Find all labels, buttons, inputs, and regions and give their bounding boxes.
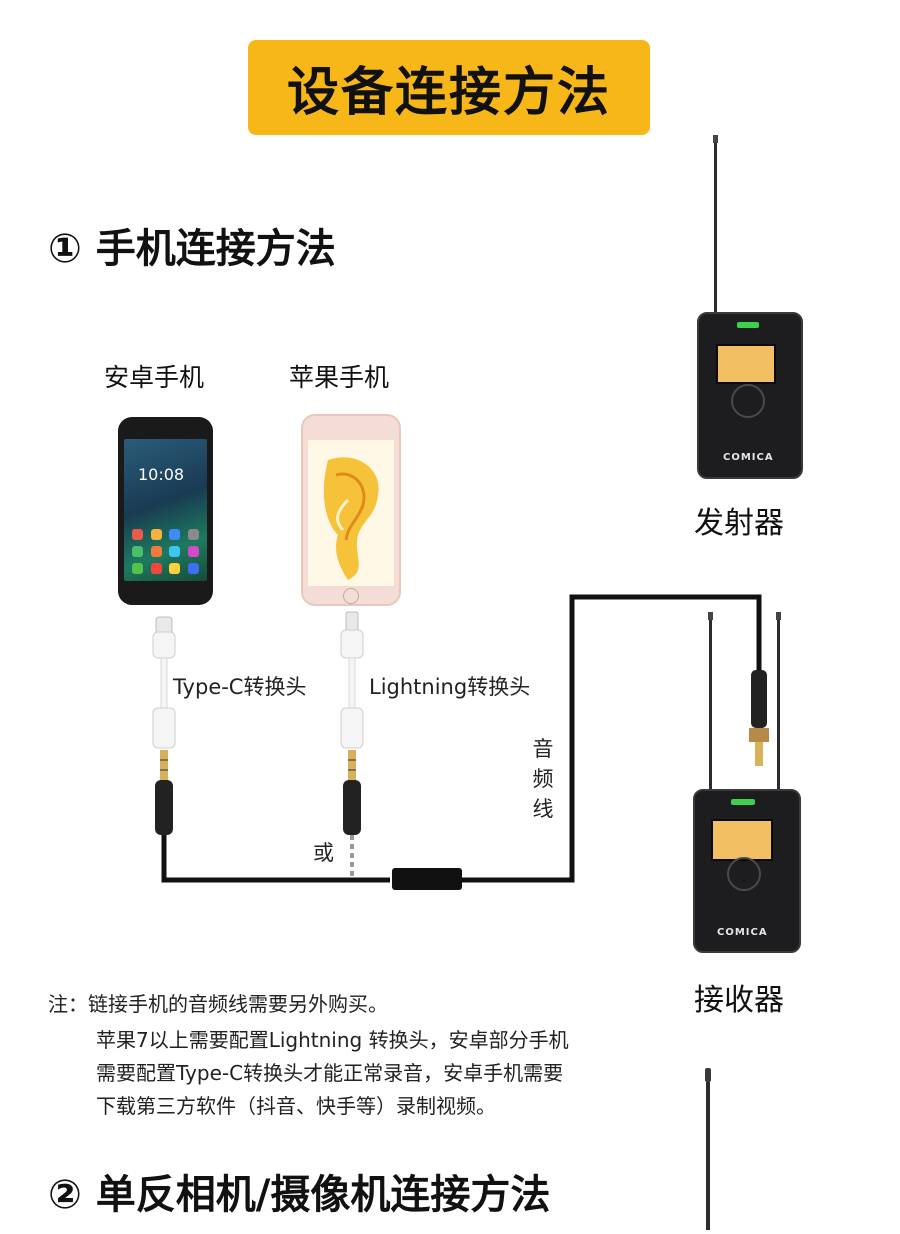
type-c-adapter-icon (152, 616, 176, 749)
iphone-screen (308, 440, 394, 586)
status-led-icon (737, 322, 759, 328)
trs-plug-receiver-icon (749, 670, 769, 766)
note-line-2: 苹果7以上需要配置Lightning 转换头，安卓部分手机 (96, 1028, 569, 1052)
iphone-image (301, 414, 401, 606)
transmitter-label: 发射器 (694, 506, 784, 541)
android-phone-label: 安卓手机 (104, 363, 205, 392)
receiver-label: 接收器 (694, 983, 784, 1018)
page-title: 设备连接方法 (286, 63, 611, 123)
receiver-antenna-right-icon (777, 620, 780, 792)
betta-fish-wallpaper (323, 457, 379, 580)
note-line-4: 下载第三方软件（抖音、快手等）录制视频。 (96, 1094, 496, 1118)
android-screen: 10:08 (124, 439, 207, 581)
transmitter-device: COMICA (697, 312, 803, 479)
lcd-screen (716, 344, 776, 384)
android-phone-image: 10:08 (118, 417, 213, 605)
audio-cable-right (462, 594, 762, 883)
android-clock: 10:08 (138, 465, 185, 484)
control-pad-icon (727, 857, 761, 891)
brand-logo: COMICA (717, 927, 768, 938)
app-icons (132, 529, 200, 574)
lcd-screen (711, 819, 773, 861)
trs-plug-middle-icon (343, 750, 361, 835)
section-2-title: ② 单反相机/摄像机连接方法 (48, 1172, 551, 1218)
receiver-device: COMICA (693, 789, 801, 953)
iphone-label: 苹果手机 (289, 363, 390, 392)
receiver-antenna-left-icon (709, 620, 712, 792)
control-pad-icon (731, 384, 765, 418)
note-line-3: 需要配置Type-C转换头才能正常录音，安卓手机需要 (96, 1061, 564, 1085)
transmitter-antenna-icon (714, 143, 717, 315)
page-title-banner: 设备连接方法 (248, 40, 650, 135)
section-1-title: ① 手机连接方法 (48, 226, 336, 272)
status-led-icon (731, 799, 755, 805)
note-line-1: 注：链接手机的音频线需要另外购买。 (48, 992, 388, 1016)
cable-splitter-icon (392, 868, 462, 890)
lightning-adapter-label: Lightning转换头 (369, 675, 531, 699)
brand-logo: COMICA (723, 452, 774, 463)
trs-plug-left-icon (155, 750, 173, 835)
lightning-adapter-icon (340, 611, 364, 749)
audio-cable-label: 音 频 线 (532, 737, 554, 821)
home-button-icon (343, 588, 359, 604)
transmitter-antenna-tip (713, 135, 718, 143)
antenna-icon (706, 1082, 710, 1230)
type-c-adapter-label: Type-C转换头 (173, 675, 307, 699)
or-label: 或 (313, 841, 334, 865)
audio-cable-left (161, 835, 390, 883)
